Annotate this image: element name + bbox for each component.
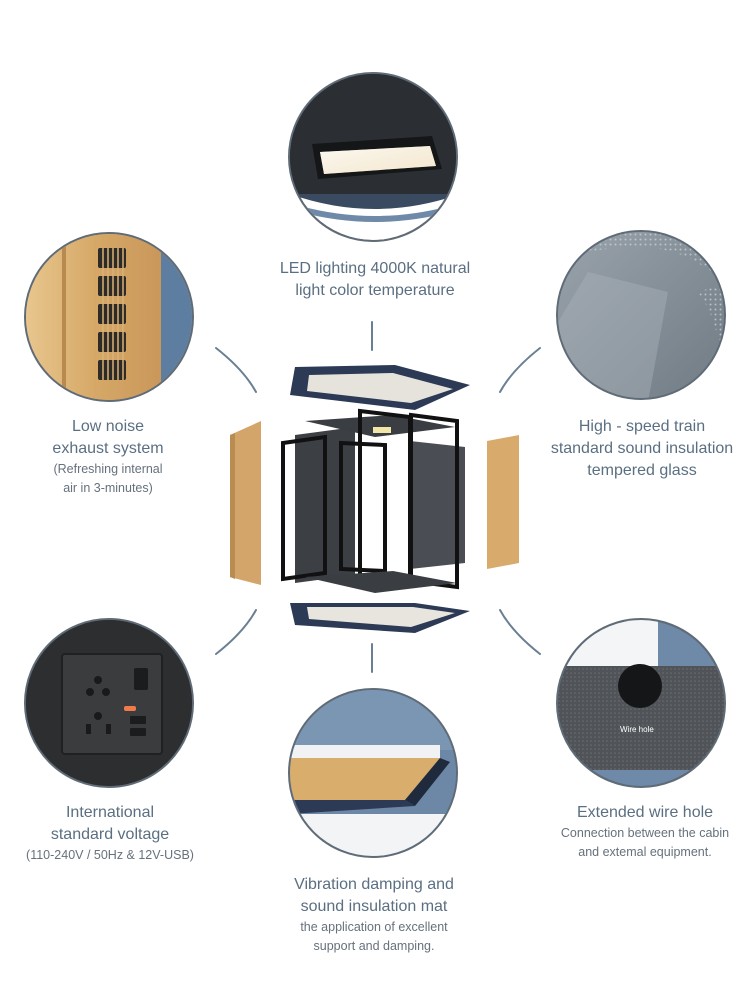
voltage-sub-line1: (110-240V / 50Hz & 12V-USB) [26, 848, 194, 862]
glass-title-line1: High - speed train [578, 418, 706, 435]
exploded-cabin-diagram [230, 365, 519, 633]
glass-title-line3: tempered glass [587, 462, 697, 479]
damping-mat-image [290, 690, 456, 856]
wirehole-caption: Extended wire hole Connection between th… [540, 802, 750, 862]
mat-sub-line1: the application of excellent [300, 920, 448, 934]
lighting-circle [288, 72, 458, 242]
exhaust-caption: Low noise exhaust system (Refreshing int… [8, 416, 208, 498]
exhaust-title-line2: exhaust system [52, 440, 164, 457]
glass-circle [556, 230, 726, 400]
wirehole-sub-line2: and extemal equipment. [578, 845, 712, 859]
exhaust-title-line1: Low noise [71, 418, 145, 435]
connector-top-left [215, 347, 257, 393]
connector-bottom-left [215, 609, 257, 655]
exhaust-sub-line2: air in 3-minutes) [63, 481, 153, 495]
voltage-title-line1: International [65, 804, 155, 821]
lighting-title-line2: light color temperature [295, 282, 455, 299]
mat-title-line2: sound insulation mat [300, 898, 448, 915]
connector-bottom-right [499, 609, 541, 655]
mat-title-line1: Vibration damping and [294, 876, 454, 893]
wirehole-circle: Wire hole [556, 618, 726, 788]
glass-title-line2: standard sound insulation [550, 440, 734, 457]
voltage-circle [24, 618, 194, 788]
voltage-caption: International standard voltage (110-240V… [4, 802, 216, 865]
connector-top-right [499, 347, 541, 393]
side-panel [410, 441, 465, 569]
mat-sub-line2: support and damping. [313, 939, 435, 953]
wirehole-sub-line1: Connection between the cabin [560, 826, 730, 840]
left-wood-panel [230, 421, 261, 585]
lighting-caption: LED lighting 4000K natural light color t… [238, 258, 512, 302]
right-wood-panel [487, 435, 519, 569]
glass-caption: High - speed train standard sound insula… [536, 416, 748, 482]
power-socket-image [26, 620, 192, 786]
mat-caption: Vibration damping and sound insulation m… [258, 874, 490, 956]
wire-hole-label: Wire hole [620, 725, 654, 734]
voltage-title-line2: standard voltage [50, 826, 170, 843]
exhaust-sub-line1: (Refreshing internal [53, 462, 163, 476]
mat-circle [288, 688, 458, 858]
lighting-title-line1: LED lighting 4000K natural [279, 260, 471, 277]
wirehole-title-line1: Extended wire hole [576, 804, 714, 821]
